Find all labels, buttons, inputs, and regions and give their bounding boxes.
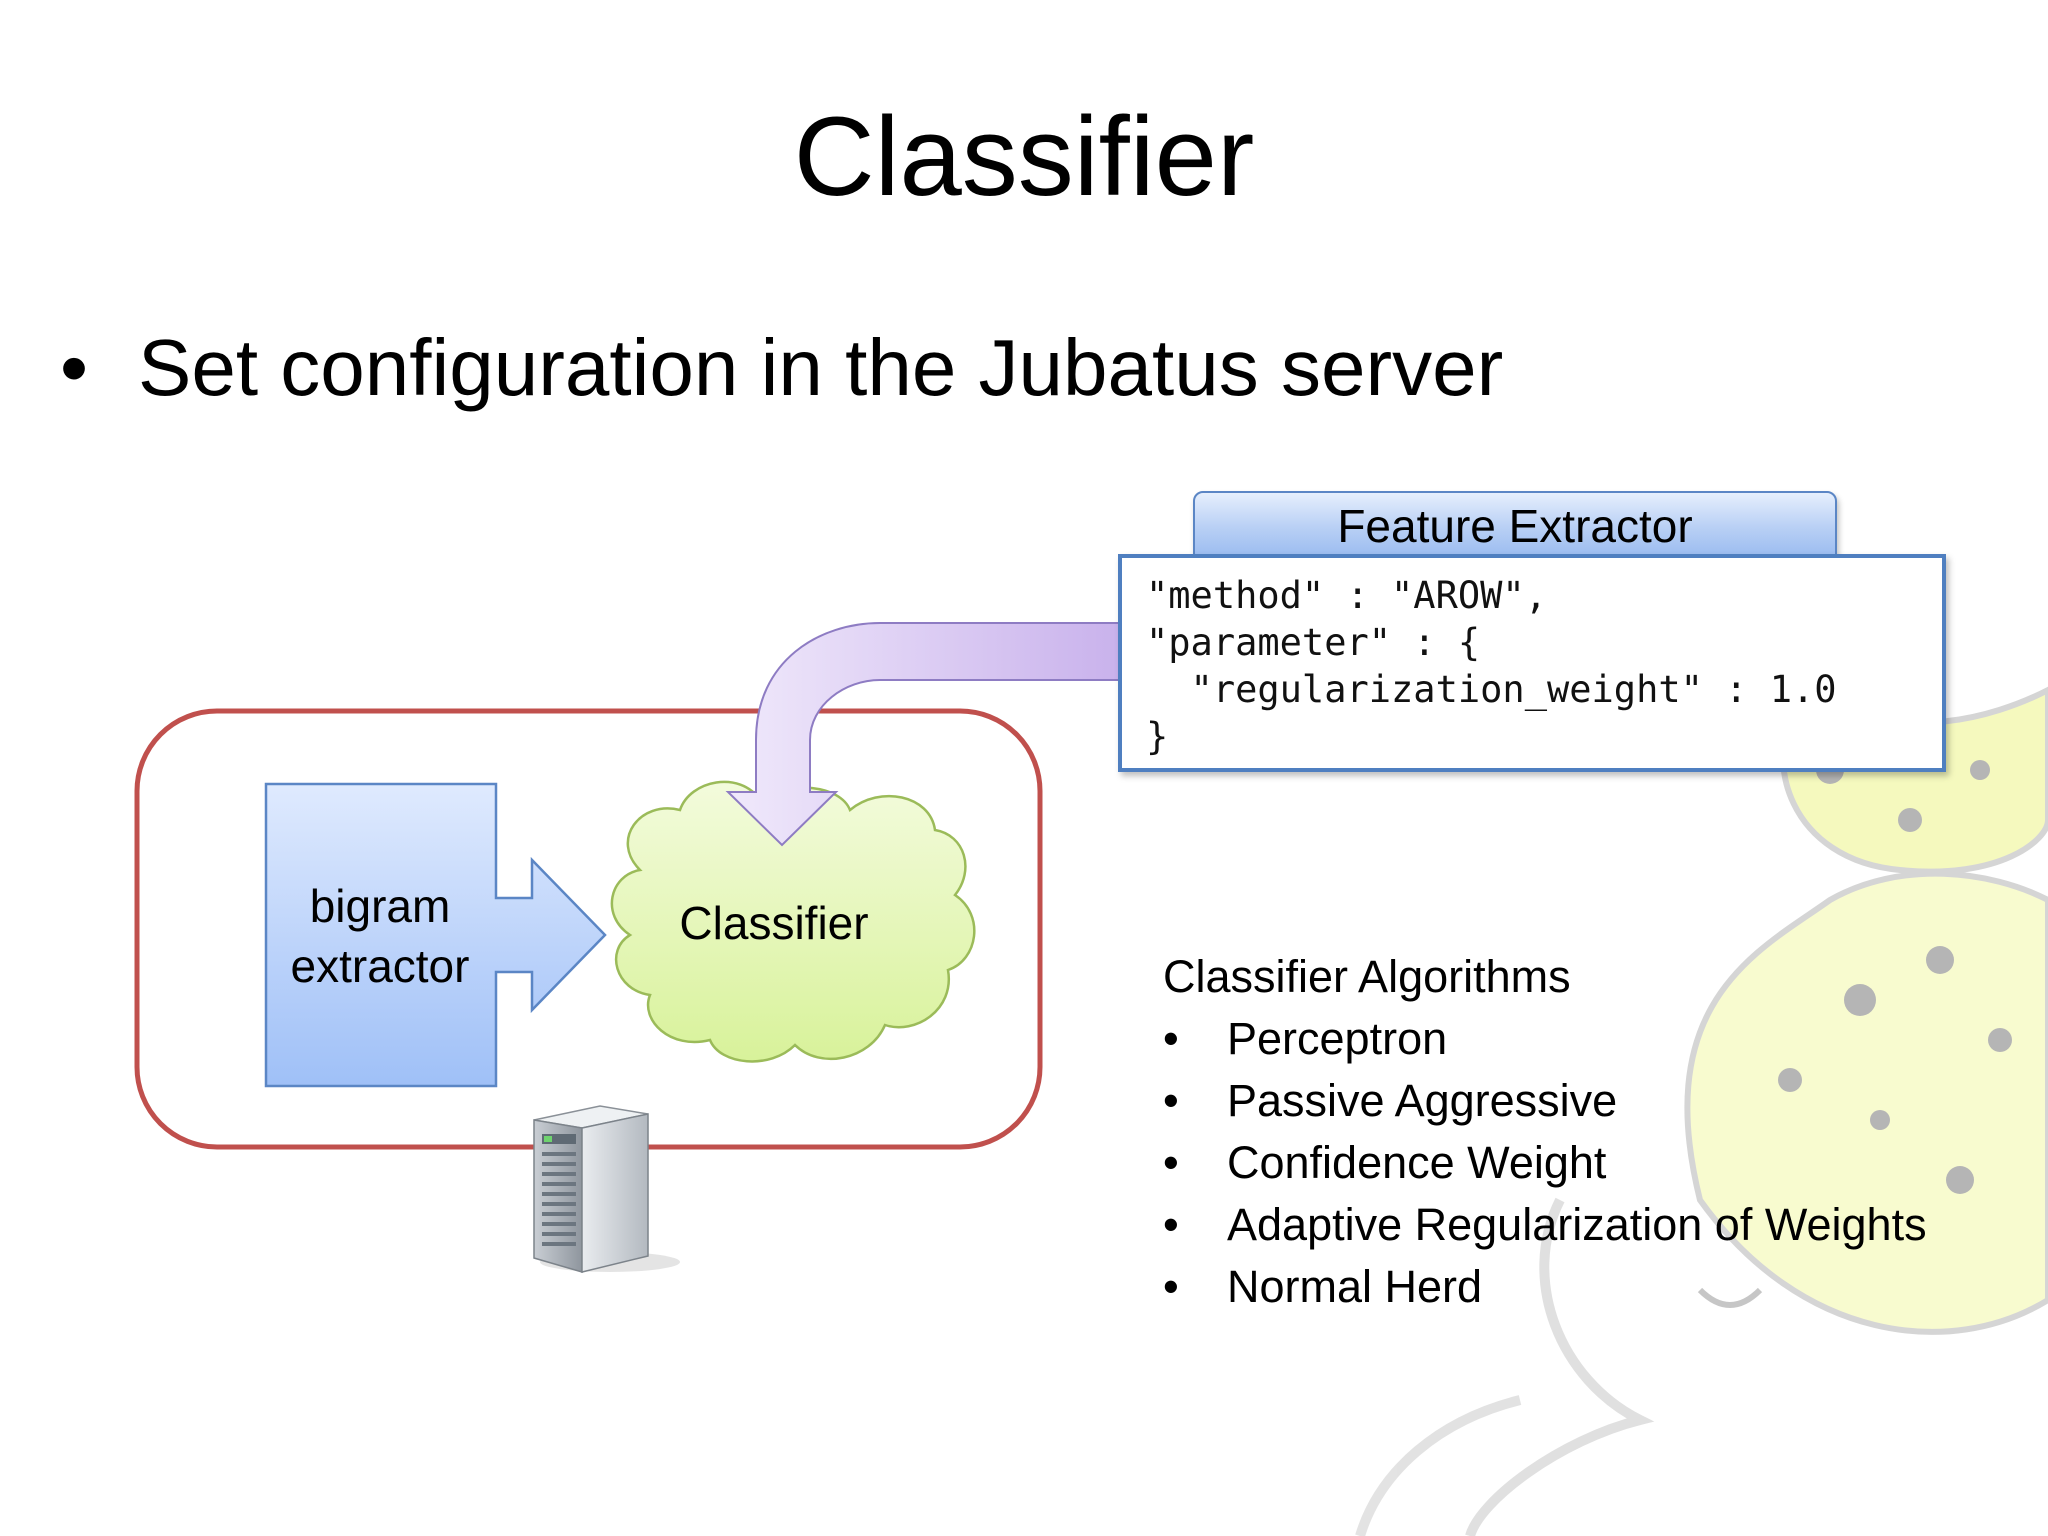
algorithm-bullet: • xyxy=(1163,1199,1179,1250)
config-line: } xyxy=(1146,715,1169,758)
bullet-point: • Set configuration in the Jubatus server xyxy=(60,318,1503,418)
algorithm-item: • Adaptive Regularization of Weights xyxy=(1163,1194,1927,1256)
algorithm-item: • Normal Herd xyxy=(1163,1256,1927,1318)
algorithm-item: • Passive Aggressive xyxy=(1163,1070,1927,1132)
algorithm-bullet: • xyxy=(1163,1137,1179,1188)
algorithm-bullet: • xyxy=(1163,1261,1179,1312)
algorithm-name: Normal Herd xyxy=(1227,1261,1483,1312)
classifier-algorithms-list: Classifier Algorithms • Perceptron • Passi… xyxy=(1163,946,1927,1318)
slide-title: Classifier xyxy=(793,94,1255,219)
bigram-extractor-label-line2: extractor xyxy=(290,940,470,992)
feature-extractor-tab: Feature Extractor xyxy=(1193,491,1837,557)
algorithm-name: Passive Aggressive xyxy=(1227,1075,1618,1126)
bullet-marker: • xyxy=(60,323,89,412)
algorithm-bullet: • xyxy=(1163,1013,1179,1064)
bigram-extractor-shape xyxy=(264,782,607,1088)
config-line: "parameter" : { xyxy=(1146,621,1481,664)
algorithm-name: Adaptive Regularization of Weights xyxy=(1227,1199,1927,1250)
algorithm-item: • Confidence Weight xyxy=(1163,1132,1927,1194)
algorithms-heading: Classifier Algorithms xyxy=(1163,951,1571,1002)
config-line: "regularization_weight" : 1.0 xyxy=(1146,668,1837,711)
algorithm-name: Confidence Weight xyxy=(1227,1137,1607,1188)
config-line: "method" : "AROW", xyxy=(1146,574,1547,617)
bullet-text: Set configuration in the Jubatus server xyxy=(138,323,1504,412)
mascot-watermark-art xyxy=(1355,686,2048,1536)
bigram-extractor-label: bigram extractor xyxy=(268,876,492,996)
algorithm-bullet: • xyxy=(1163,1075,1179,1126)
algorithm-name: Perceptron xyxy=(1227,1013,1448,1064)
bigram-extractor-label-line1: bigram xyxy=(309,880,451,932)
algorithm-item: • Perceptron xyxy=(1163,1008,1927,1070)
server-icon xyxy=(533,1105,680,1273)
config-code-box: "method" : "AROW","parameter" : { "regul… xyxy=(1118,554,1946,772)
classifier-cloud-label: Classifier xyxy=(679,897,869,949)
config-flow-arrow xyxy=(725,622,1121,847)
